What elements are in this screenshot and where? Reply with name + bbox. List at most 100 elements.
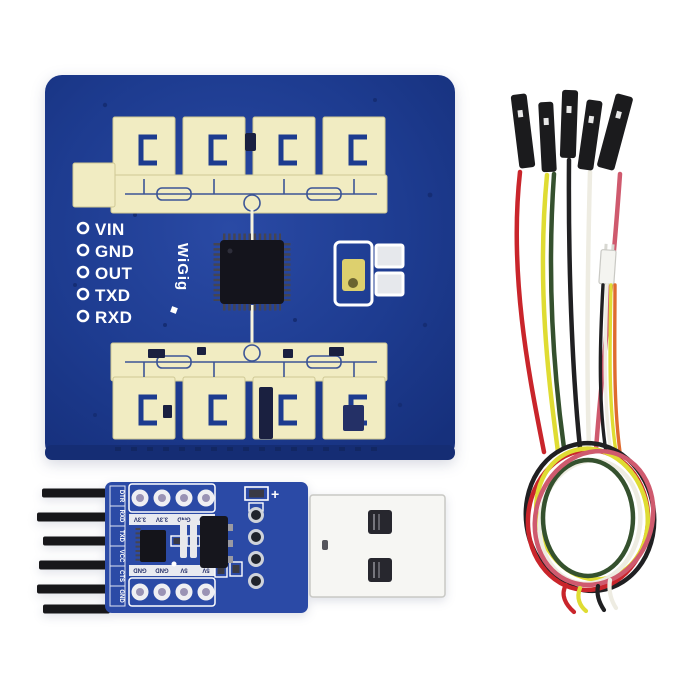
coil-loop-green — [540, 457, 636, 579]
top-pad-label: 3.3V — [134, 516, 146, 522]
connector-latch-window — [543, 117, 549, 126]
chip-pin1-dot — [227, 248, 233, 254]
tail-yellow — [576, 585, 589, 614]
pcb-specks — [73, 98, 433, 417]
smd-capacitor — [180, 520, 187, 558]
connector-latch-window — [517, 109, 524, 118]
bottom-pad-label: 5V — [202, 567, 209, 573]
edge-pin-labels: DTR RXD TXD VCC CTS GND — [109, 485, 126, 607]
smd-capacitor — [374, 243, 405, 269]
header-pin — [42, 488, 110, 498]
connector-latch-window — [588, 115, 595, 124]
jumper-wire-red — [514, 169, 547, 455]
tail-red — [561, 582, 577, 615]
regulator-area — [180, 516, 233, 568]
top-pad-label: 3.3V — [156, 516, 168, 522]
header-pin — [39, 560, 110, 570]
led-spot — [348, 278, 358, 288]
voltage-regulator — [200, 516, 228, 568]
jst-wire-white — [603, 283, 613, 454]
jumper-wire-white — [585, 169, 593, 451]
regulator-lead — [226, 524, 233, 531]
edge-label-gnd: GND — [118, 589, 124, 603]
coil-loop-pink — [532, 448, 656, 588]
antenna-left-block — [72, 162, 116, 208]
edge-label-rxd: RXD — [118, 510, 124, 523]
header-pin — [43, 536, 110, 546]
bottom-pad-label: GND — [133, 567, 147, 573]
jumper-wire-bundle — [510, 89, 657, 615]
dupont-connector — [577, 99, 603, 171]
antenna-patch — [252, 116, 316, 180]
radar-sensor-board: WiGig VIN GND OUT TXD RXD — [45, 75, 455, 460]
tail-white — [607, 577, 619, 611]
antenna-patch — [182, 376, 246, 440]
led-and-caps — [333, 240, 405, 307]
jst-wire-black — [598, 283, 608, 454]
smd-on-antenna-top — [245, 133, 256, 151]
dupont-connector — [538, 101, 557, 173]
antenna-traces-top — [125, 179, 377, 212]
pin-label-gnd: GND — [95, 242, 134, 261]
jumper-wire-yellow — [540, 172, 561, 455]
connector-latch-window — [566, 105, 572, 114]
dupont-connector — [559, 89, 579, 159]
through-holes — [248, 507, 264, 589]
plus-mark: + — [271, 486, 279, 502]
pin-label-vin: VIN — [95, 220, 125, 239]
top-pad-label: GND — [177, 516, 191, 522]
edge-label-txd: TXD — [118, 530, 124, 543]
dupont-connector — [597, 93, 633, 171]
edge-label-dtr: DTR — [118, 490, 124, 503]
bottom-pad-row: GND GND 5V 5V — [128, 565, 216, 607]
usb-serial-adapter: DTR RXD TXD VCC CTS GND 3.3V 3.3V GN — [37, 482, 446, 614]
header-pin — [43, 604, 110, 614]
serial-chip-body — [140, 530, 166, 562]
edge-label-vcc: VCC — [118, 550, 124, 563]
jst-wire-yellow — [608, 283, 618, 454]
connector-latch-window — [615, 110, 622, 119]
pin-label-rxd: RXD — [95, 308, 132, 327]
wire-coil — [523, 440, 657, 594]
wire-tails — [561, 577, 619, 615]
bottom-pad-label: GND — [155, 567, 169, 573]
chip-body — [220, 240, 284, 304]
regulator-lead — [226, 540, 233, 547]
header-pin — [37, 584, 110, 594]
serial-chip — [135, 528, 177, 567]
smd-capacitor — [190, 520, 197, 558]
usb-retention-hole — [368, 510, 392, 534]
radar-pcb-bottom-edge — [45, 445, 455, 460]
usb-shell — [309, 494, 446, 598]
jumper-wire-black — [566, 157, 583, 451]
led-silkscreen-box — [333, 240, 374, 307]
bottom-pad-label: 5V — [180, 567, 187, 573]
wire-strands — [514, 157, 623, 455]
wigig-mark — [170, 306, 178, 314]
dupont-connector — [510, 93, 536, 169]
jumper-wire-green — [548, 171, 567, 451]
smd-capacitor — [374, 271, 405, 297]
antenna-patch — [322, 116, 386, 180]
status-led — [342, 259, 365, 291]
pin-label-out: OUT — [95, 264, 133, 283]
radar-pin-labels: VIN GND OUT TXD RXD — [76, 220, 134, 327]
antenna-patch — [112, 116, 176, 180]
jst-cable — [598, 243, 622, 454]
antenna-traces-bottom — [125, 344, 377, 377]
tail-black — [595, 583, 607, 613]
antenna-slots-top — [138, 134, 367, 166]
header-pin — [37, 512, 110, 522]
usb-a-connector — [309, 494, 446, 598]
jst-wire-orange — [613, 283, 622, 454]
dupont-connectors — [510, 89, 633, 173]
smd-parts-bottom-antenna — [148, 347, 364, 439]
jst-connector — [598, 249, 617, 285]
wigig-silkscreen: WiGig — [174, 243, 191, 291]
pin-label-txd: TXD — [95, 286, 131, 305]
header-pins — [37, 488, 110, 614]
radar-soc-chip — [213, 233, 291, 311]
usb-shell-dimple — [322, 540, 328, 550]
usb-retention-hole — [368, 558, 392, 582]
